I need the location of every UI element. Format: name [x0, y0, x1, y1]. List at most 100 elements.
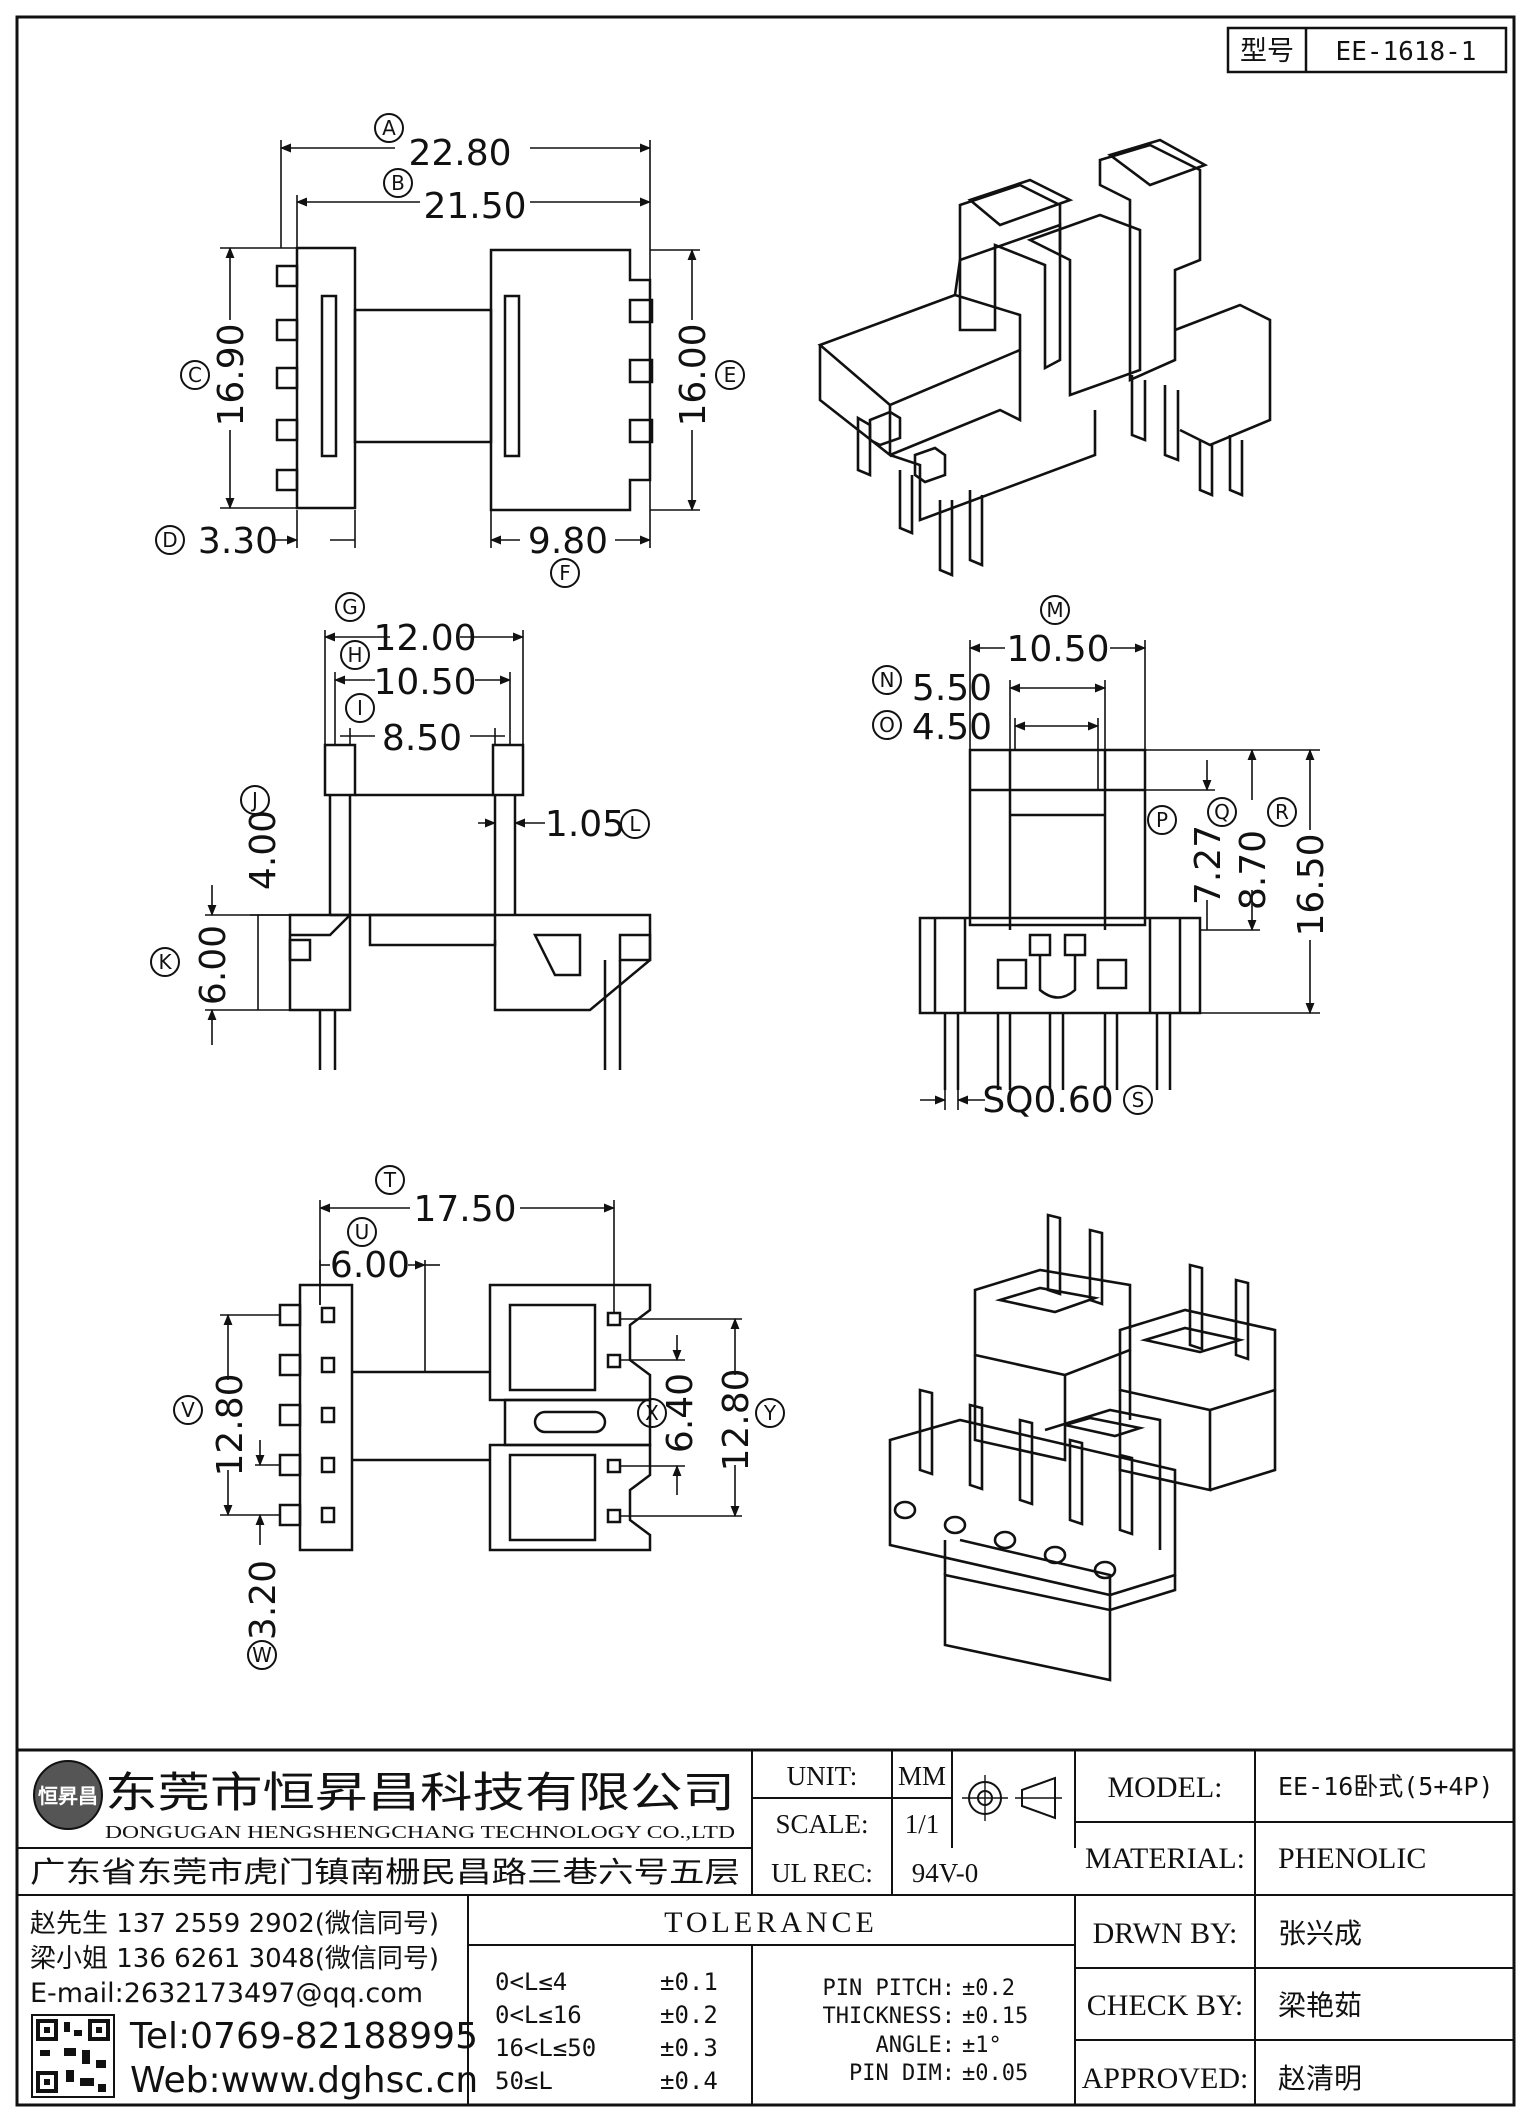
dim-f-letter: F [559, 561, 571, 585]
dim-f-value: 9.80 [528, 521, 608, 562]
header-model-value: EE-1618-1 [1336, 37, 1477, 67]
tolerance-title: TOLERANCE [664, 1906, 878, 1939]
top-left-flange [295, 246, 357, 510]
dim-j-value: 4.00 [243, 810, 284, 890]
bottom-view: T 17.50 U 6.00 V 12.80 3.20 W X 6.40 [173, 1165, 785, 1670]
dim-x-letter: X [645, 1401, 659, 1425]
dim-a-letter: A [382, 116, 396, 140]
model-value: EE-16卧式(5+4P) [1278, 1772, 1494, 1801]
dim-d-value: 3.30 [198, 521, 278, 562]
company-name-en: DONGUGAN HENGSHENGCHANG TECHNOLOGY CO.,L… [105, 1822, 735, 1842]
dim-w-value: 3.20 [243, 1560, 284, 1640]
unit-value: MM [898, 1761, 946, 1791]
dim-g-value: 12.00 [373, 618, 476, 659]
company-web: Web:www.dghsc.cn [130, 2060, 478, 2101]
dim-c-value: 16.90 [211, 323, 252, 426]
dim-n-value: 5.50 [912, 668, 992, 709]
dim-c-letter: C [188, 363, 202, 387]
dim-b-letter: B [391, 171, 405, 195]
ul-label: UL REC: [771, 1858, 873, 1888]
unit-label: UNIT: [787, 1761, 858, 1791]
dim-y-value: 12.80 [716, 1368, 757, 1471]
dim-h-value: 10.50 [373, 662, 476, 703]
material-value: PHENOLIC [1278, 1842, 1426, 1875]
drawn-label: DRWN BY: [1093, 1917, 1238, 1950]
tol-range-1: 0<L≤4 [495, 1968, 567, 1996]
check-value: 梁艳茹 [1278, 1989, 1362, 2022]
dim-v-value: 12.80 [210, 1373, 251, 1476]
model-label: MODEL: [1108, 1771, 1223, 1804]
dim-l-value: 1.05 [545, 804, 625, 845]
projection-symbol-icon [962, 1775, 1062, 1821]
dim-b-value: 21.50 [423, 186, 526, 227]
tol-value-1: ±0.1 [660, 1968, 718, 1996]
dim-q-letter: Q [1214, 800, 1230, 824]
logo-text: 恒昇昌 [38, 1784, 98, 1808]
dim-e-letter: E [724, 363, 737, 387]
dim-p-value: 7.27 [1188, 825, 1229, 905]
dim-o-letter: O [879, 713, 895, 737]
dim-o-value: 4.50 [912, 707, 992, 748]
dim-e-value: 16.00 [673, 323, 714, 426]
dim-r-value: 16.50 [1291, 833, 1332, 936]
dim-s-letter: S [1132, 1088, 1145, 1112]
dim-x-value: 6.40 [660, 1373, 701, 1453]
dim-w-letter: W [252, 1643, 272, 1667]
drawn-value: 张兴成 [1278, 1917, 1362, 1950]
tol-pindim-value: ±0.05 [962, 2061, 1028, 2086]
dim-i-letter: I [357, 696, 363, 720]
dim-t-value: 17.50 [413, 1189, 516, 1230]
header-box: 型号 EE-1618-1 [1226, 26, 1508, 74]
side-view: G 12.00 H 10.50 I 8.50 J 4.00 K 6.00 [150, 592, 652, 1070]
tol-pindim-label: PIN DIM: [849, 2061, 955, 2086]
top-view: A 22.80 B 21.50 C 16.90 D 3.30 E 16.00 [155, 113, 745, 588]
scale-value: 1/1 [905, 1809, 940, 1839]
company-address: 广东省东莞市虎门镇南栅民昌路三巷六号五层 [30, 1855, 740, 1889]
dim-l-letter: L [629, 812, 641, 836]
sheet-border [15, 15, 1516, 2107]
scale-label: SCALE: [775, 1809, 868, 1839]
company-name-cn: 东莞市恒昇昌科技有限公司 [105, 1768, 735, 1817]
dim-u-value: 6.00 [330, 1245, 410, 1286]
title-block: 恒昇昌 东莞市恒昇昌科技有限公司 DONGUGAN HENGSHENGCHANG… [17, 1748, 1514, 2105]
dim-v-letter: V [181, 1398, 195, 1422]
tol-range-2: 0<L≤16 [495, 2001, 582, 2029]
dim-g-letter: G [342, 595, 358, 619]
dim-i-value: 8.50 [382, 718, 462, 759]
tol-value-3: ±0.3 [660, 2034, 718, 2062]
iso-view-top [817, 138, 1272, 577]
dim-n-letter: N [880, 668, 895, 692]
dim-q-value: 8.70 [1233, 830, 1274, 910]
dim-k-value: 6.00 [193, 925, 234, 1005]
tol-thickness-value: ±0.15 [962, 2004, 1028, 2029]
dim-m-value: 10.50 [1006, 629, 1109, 670]
tol-value-4: ±0.4 [660, 2067, 718, 2095]
dim-t-letter: T [383, 1168, 397, 1192]
contact-2: 梁小姐 136 6261 3048(微信同号) [30, 1944, 439, 1974]
dim-h-letter: H [347, 643, 362, 667]
tol-pitch-label: PIN PITCH: [823, 1976, 955, 2001]
dim-m-letter: M [1046, 598, 1063, 622]
tol-value-2: ±0.2 [660, 2001, 718, 2029]
dim-a-value: 22.80 [408, 133, 511, 174]
tol-thickness-label: THICKNESS: [823, 2004, 955, 2029]
approved-value: 赵清明 [1278, 2062, 1362, 2095]
dim-k-letter: K [158, 950, 172, 974]
tol-pitch-value: ±0.2 [962, 1976, 1015, 2001]
front-view: M 10.50 N 5.50 O 4.50 P 7.27 Q 8.70 R [872, 595, 1332, 1121]
company-logo [33, 1760, 103, 1830]
material-label: MATERIAL: [1085, 1842, 1245, 1875]
iso-view-bottom [888, 1213, 1277, 1682]
ul-value: 94V-0 [912, 1858, 979, 1888]
tol-angle-value: ±1° [962, 2033, 1002, 2058]
dim-j-letter: J [250, 788, 258, 812]
tol-range-4: 50≤L [495, 2067, 553, 2095]
approved-label: APPROVED: [1082, 2062, 1249, 2095]
dim-p-letter: P [1156, 808, 1168, 832]
dim-s-value: SQ0.60 [982, 1080, 1113, 1121]
contact-1: 赵先生 137 2559 2902(微信同号) [30, 1909, 439, 1939]
check-label: CHECK BY: [1087, 1989, 1243, 2022]
tol-range-3: 16<L≤50 [495, 2034, 596, 2062]
company-tel: Tel:0769-82188995 [129, 2016, 478, 2057]
